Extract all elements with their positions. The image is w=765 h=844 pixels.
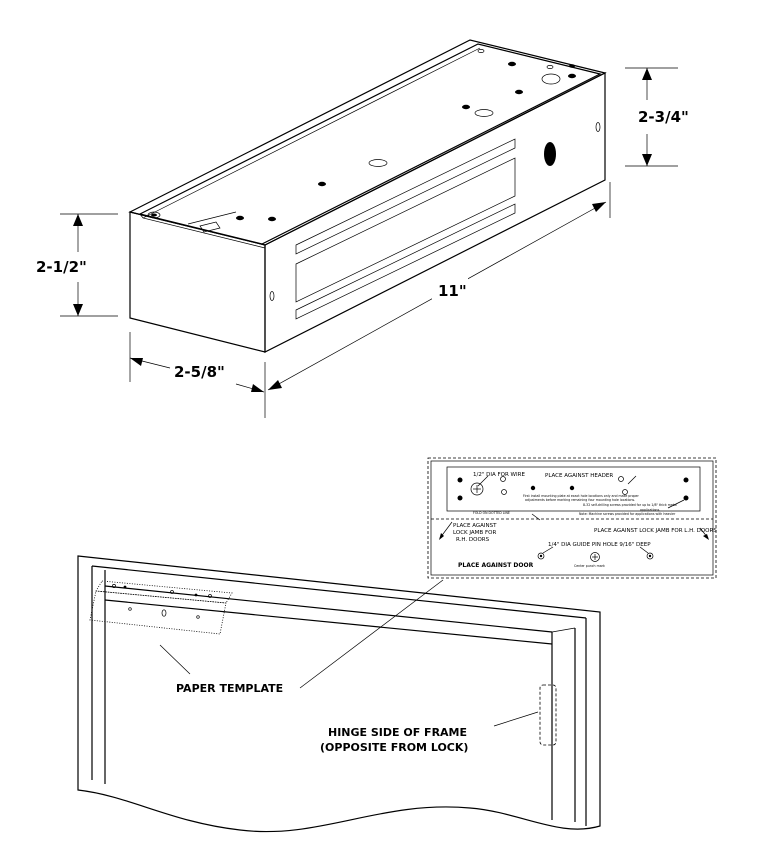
template-header-label: PLACE AGAINST HEADER (545, 473, 613, 479)
template-rh-label-1: PLACE AGAINST (453, 523, 497, 529)
maglock-top-face (128, 39, 607, 246)
callout-leaders (159, 579, 539, 727)
dimension-label-2-5-8: 2-5/8" (174, 363, 225, 381)
template-on-frame (89, 580, 233, 635)
dimension-label-2-1-2: 2-1/2" (36, 258, 87, 276)
template-screws-note-2: applications. (640, 508, 660, 512)
side-hole (269, 291, 275, 301)
coil-grooves (295, 138, 516, 320)
dimension-width: 2-5/8" (129, 332, 265, 393)
paper-template: 1/2" DIA FOR WIRE PLACE AGAINST HEADER F… (427, 457, 717, 579)
template-fold-label: FOLD ON DOTTED LINE (473, 511, 510, 515)
dimension-height-top: 2-3/4" (625, 67, 689, 167)
cable-port (544, 142, 556, 166)
maglock-end-face (129, 211, 266, 353)
hinge-side-label-1: HINGE SIDE OF FRAME (328, 726, 467, 739)
template-screws-note-3: Note: Machine screws provided for applic… (579, 512, 676, 516)
maglock-side-face (264, 72, 606, 353)
mounting-plate (138, 43, 602, 245)
template-rh-label-2: LOCK JAMB FOR (453, 530, 496, 536)
template-instructions-line-2: adjustments before marking remaining fou… (525, 498, 635, 502)
end-hole (595, 122, 601, 132)
dimension-label-11: 11" (438, 282, 467, 300)
template-rh-label-3: R.H. DOORS (456, 537, 490, 543)
template-door-label: PLACE AGAINST DOOR (458, 562, 534, 569)
plate-slot (199, 221, 221, 233)
maglock-body (128, 39, 607, 353)
dimension-length: 11" (264, 182, 611, 418)
dimension-label-2-3-4: 2-3/4" (638, 108, 689, 126)
template-center-punch-label: Center punch mark (574, 564, 605, 568)
template-guide-pin-label: 1/4" DIA GUIDE PIN HOLE 9/16" DEEP (548, 542, 651, 548)
template-screws-note-1: 8-32 self-drilling screws provided for u… (583, 503, 677, 507)
template-header-holes (457, 475, 689, 509)
template-outer-border (427, 457, 717, 579)
plate-holes (147, 49, 576, 222)
template-instructions-line-1: First install mounting plate at exact ho… (523, 494, 640, 498)
door-frame (77, 555, 601, 833)
paper-template-label: PAPER TEMPLATE (176, 682, 283, 695)
dimension-height-side: 2-1/2" (36, 213, 118, 317)
template-wire-hole-label: 1/2" DIA FOR WIRE (473, 472, 525, 478)
hinge-outline (539, 684, 557, 746)
hinge-side-label-2: (OPPOSITE FROM LOCK) (320, 741, 468, 754)
template-door-holes (537, 546, 654, 562)
template-lh-label: PLACE AGAINST LOCK JAMB FOR L.H. DOORS (594, 528, 717, 534)
header-plate-outline (446, 466, 701, 512)
frame-outline (77, 555, 601, 833)
